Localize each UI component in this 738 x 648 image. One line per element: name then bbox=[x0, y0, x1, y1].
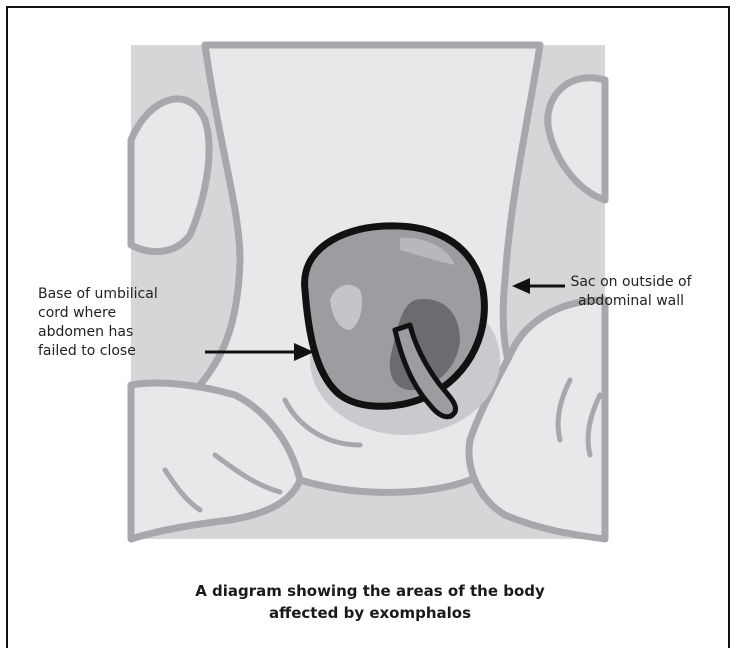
caption-line-2: affected by exomphalos bbox=[100, 602, 640, 624]
caption-line-1: A diagram showing the areas of the body bbox=[100, 580, 640, 602]
label-left-line-4: failed to close bbox=[38, 342, 238, 361]
label-umbilical-cord-base: Base of umbilical cord where abdomen has… bbox=[38, 285, 238, 361]
label-left-line-3: abdomen has bbox=[38, 323, 238, 342]
label-sac-outside-wall: Sac on outside of abdominal wall bbox=[556, 273, 706, 311]
label-left-line-2: cord where bbox=[38, 304, 238, 323]
label-left-line-1: Base of umbilical bbox=[38, 285, 238, 304]
diagram-caption: A diagram showing the areas of the body … bbox=[100, 580, 640, 624]
label-right-line-2: abdominal wall bbox=[556, 292, 706, 311]
label-right-line-1: Sac on outside of bbox=[556, 273, 706, 292]
